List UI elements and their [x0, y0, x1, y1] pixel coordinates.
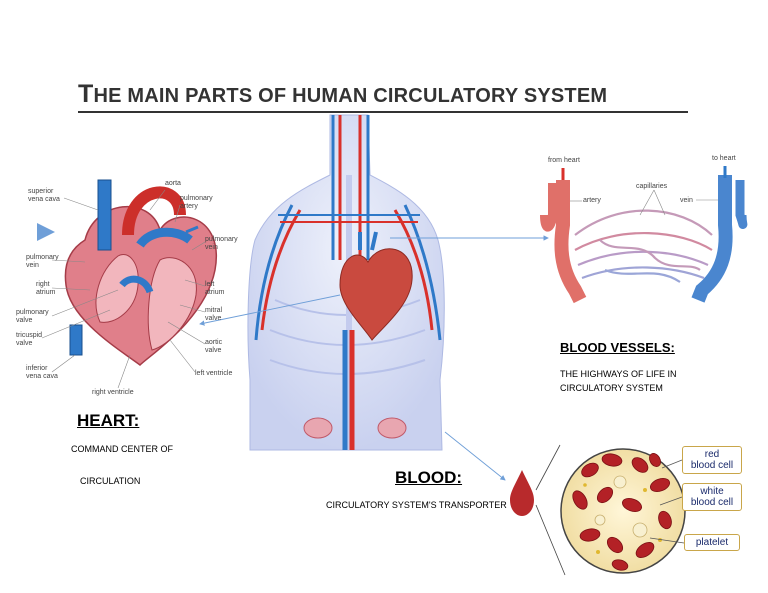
title-rest: HE MAIN PARTS OF HUMAN CIRCULATORY SYSTE…: [93, 85, 608, 107]
blood-vessels-line2: CIRCULATORY SYSTEM: [560, 383, 663, 393]
blood-line1: CIRCULATORY SYSTEM'S TRANSPORTER: [326, 500, 507, 510]
vessels-diagram: [540, 166, 748, 304]
label-right-ventricle: right ventricle: [92, 389, 134, 396]
label-to-heart: to heart: [712, 155, 736, 162]
blood-heading: BLOOD:: [395, 468, 463, 487]
blood-vessels-line1: THE HIGHWAYS OF LIFE IN: [560, 369, 677, 379]
title-first-letter: T: [78, 80, 94, 108]
page-title: THE MAIN PARTS OF HUMAN CIRCULATORY SYST…: [78, 80, 688, 113]
heart-diagram: [37, 179, 218, 389]
heart-line1: COMMAND CENTER OF: [71, 444, 173, 454]
connector-arrows: [199, 235, 549, 481]
label-left-ventricle: left ventricle: [195, 370, 233, 377]
blood-diagram: [510, 444, 686, 576]
callout-platelet: platelet: [684, 534, 740, 551]
heart-heading: HEART:: [77, 411, 140, 430]
label-vein: vein: [680, 197, 693, 204]
blood-vessels-heading: BLOOD VESSELS:: [560, 340, 675, 355]
label-artery: artery: [583, 197, 601, 204]
torso-figure: [247, 114, 445, 451]
label-from-heart: from heart: [548, 157, 580, 164]
heart-line2: CIRCULATION: [80, 476, 141, 486]
label-aorta: aorta: [165, 180, 181, 187]
label-capillaries: capillaries: [636, 183, 668, 190]
